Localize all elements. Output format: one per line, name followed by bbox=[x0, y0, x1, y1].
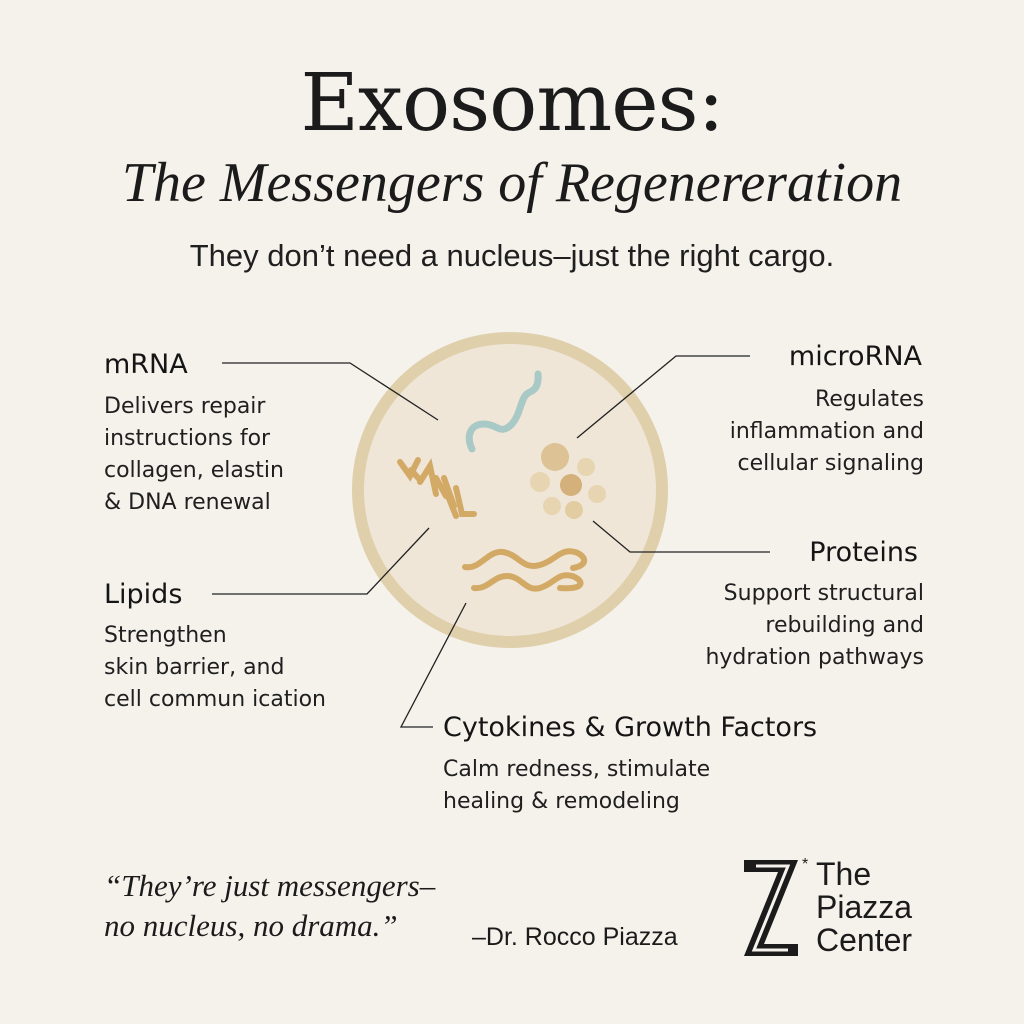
page-title: Exosomes: bbox=[300, 56, 724, 149]
piazza-z-logo-icon bbox=[744, 860, 798, 956]
component-label-mrna: mRNA bbox=[104, 349, 188, 380]
exosome-interior bbox=[364, 344, 656, 636]
helix-icon bbox=[397, 457, 477, 519]
wave-lines-icon bbox=[462, 548, 588, 592]
connector-microrna bbox=[576, 355, 750, 439]
component-desc-microrna: Regulates inflammation and cellular sign… bbox=[729, 387, 924, 476]
component-label-lipids: Lipids bbox=[104, 579, 183, 610]
component-label-proteins: Proteins bbox=[809, 537, 918, 568]
quote-author: –Dr. Rocco Piazza bbox=[472, 923, 678, 951]
connector-lines bbox=[212, 355, 770, 728]
component-label-microrna: microRNA bbox=[788, 341, 922, 372]
connector-proteins bbox=[592, 520, 770, 553]
connector-lipids bbox=[212, 527, 430, 595]
dot-cluster-icon bbox=[530, 443, 606, 519]
component-desc-cytokines: Calm redness, stimulate healing & remode… bbox=[443, 757, 711, 814]
component-desc-proteins: Support structural rebuilding and hydrat… bbox=[705, 581, 924, 670]
page-subtitle: The Messengers of Regenereration bbox=[121, 152, 903, 214]
component-desc-mrna: Delivers repair instructions for collage… bbox=[104, 394, 284, 515]
wavy-strand-icon bbox=[465, 370, 542, 453]
tagline: They don’t need a nucleus–just the right… bbox=[189, 238, 835, 273]
component-desc-lipids: Strengthen skin barrier, and cell commun… bbox=[104, 623, 326, 712]
logo-asterisk: * bbox=[802, 856, 809, 873]
component-label-cytokines: Cytokines & Growth Factors bbox=[443, 712, 818, 743]
quote: “They’re just messengers– no nucleus, no… bbox=[104, 868, 436, 943]
connector-cytokines bbox=[399, 602, 467, 728]
connector-mrna bbox=[222, 362, 439, 421]
brand-name: The Piazza Center bbox=[816, 856, 913, 958]
